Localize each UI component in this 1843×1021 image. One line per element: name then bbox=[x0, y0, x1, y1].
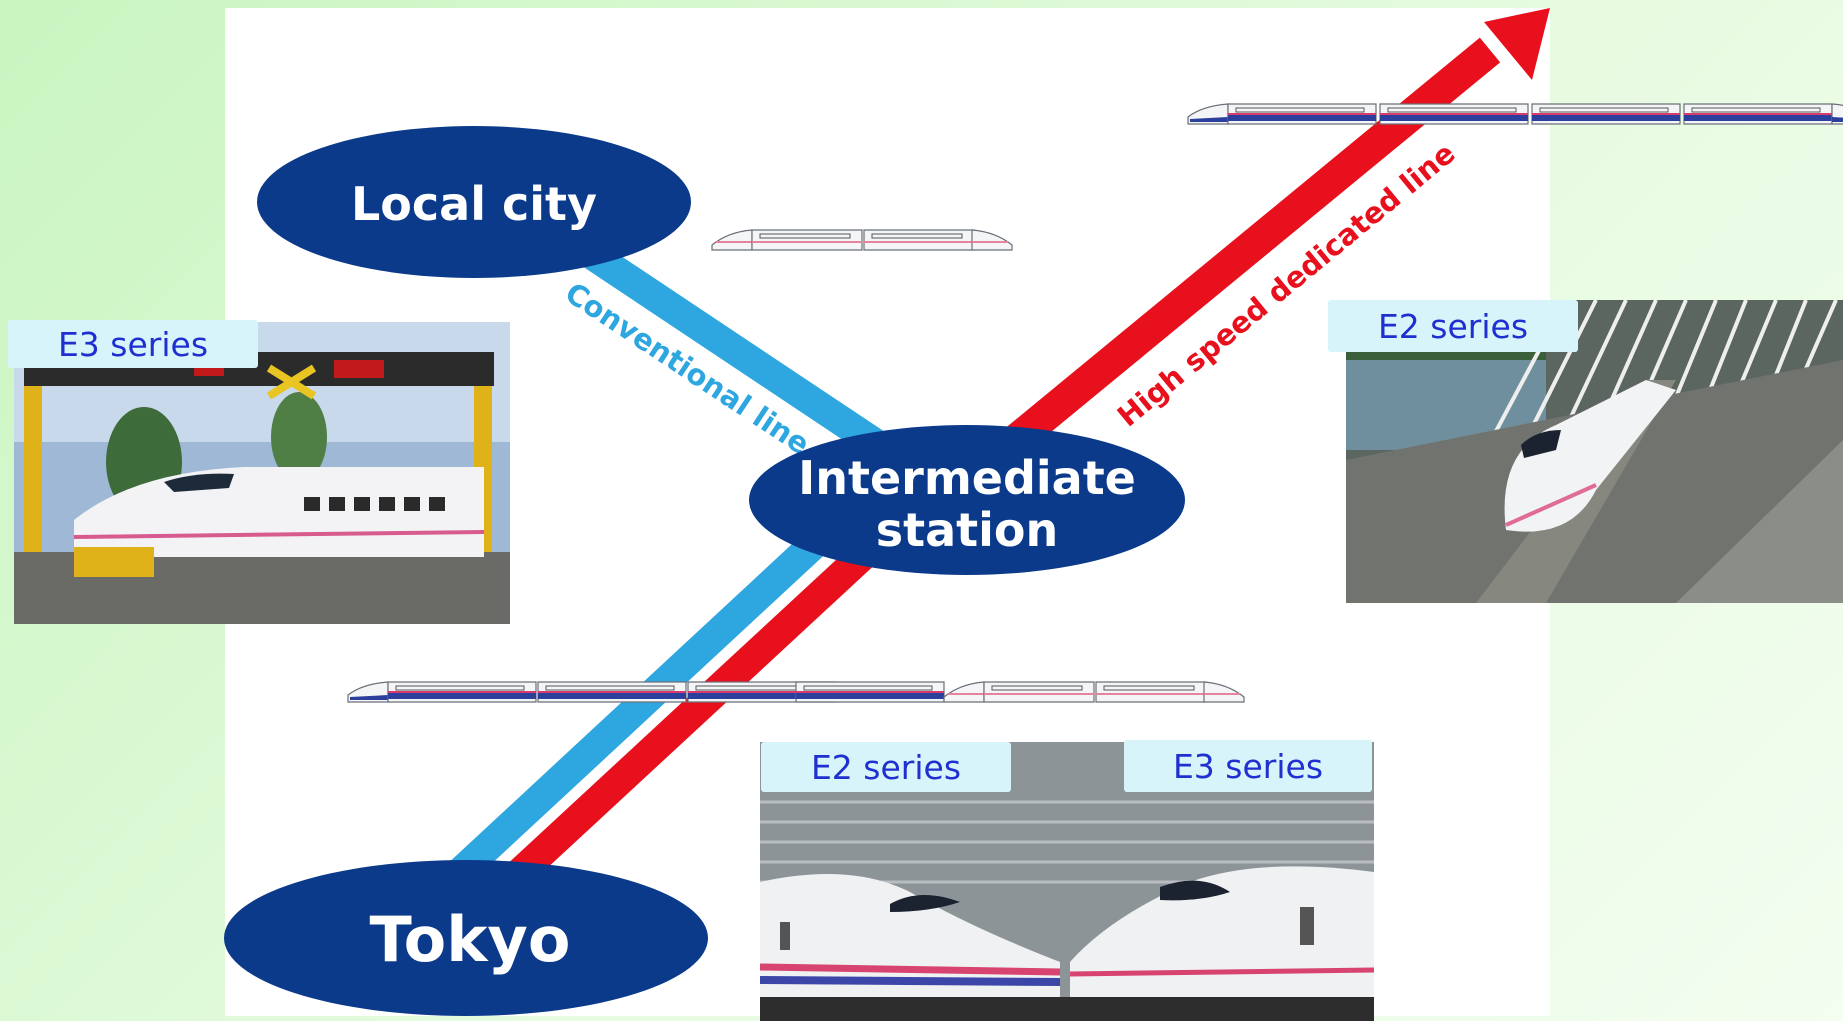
e2-series-tag-bottom: E2 series bbox=[761, 742, 1011, 792]
train-e3-top bbox=[711, 229, 1013, 251]
e3-series-photo-left bbox=[14, 322, 510, 624]
train-coupled-bottom bbox=[347, 681, 1245, 703]
tokyo-node bbox=[224, 860, 708, 1016]
train-e2-top-right bbox=[1187, 103, 1843, 125]
high-speed-arrow-head-icon bbox=[1484, 8, 1550, 80]
e3-series-tag-left: E3 series bbox=[8, 320, 258, 368]
tokyo-label: Tokyo bbox=[369, 903, 571, 977]
conventional-line-upper bbox=[561, 227, 924, 483]
high-speed-line-lower bbox=[499, 523, 896, 894]
intermediate-station-label: Intermediate station bbox=[798, 451, 1136, 557]
intermediate-station-node bbox=[749, 425, 1185, 575]
local-city-label: Local city bbox=[350, 177, 597, 232]
local-city-node bbox=[257, 126, 691, 278]
e2-series-photo-right bbox=[1346, 300, 1843, 603]
e3-series-tag-bottom: E3 series bbox=[1124, 740, 1372, 792]
e2-series-tag-right: E2 series bbox=[1328, 300, 1578, 352]
